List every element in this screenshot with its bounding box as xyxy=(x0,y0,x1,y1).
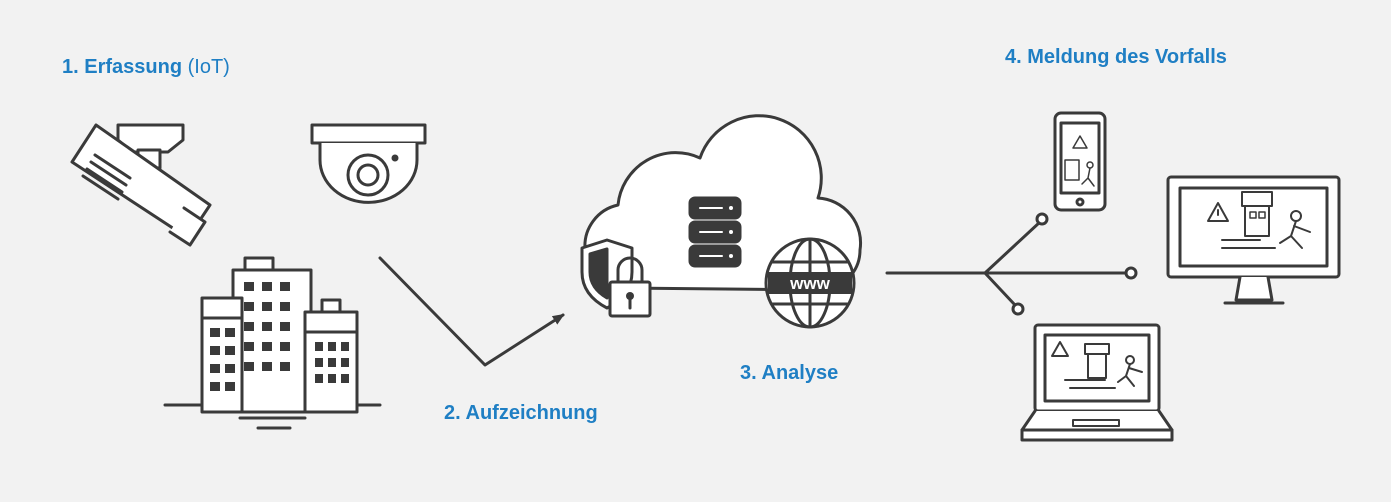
globe-www-text: www xyxy=(789,274,830,293)
step-3-label: 3. Analyse xyxy=(740,362,839,384)
step-2-label: 2. Aufzeichnung xyxy=(444,402,598,424)
step-4-label: 4. Meldung des Vorfalls xyxy=(1005,46,1227,68)
report-connector xyxy=(885,212,1138,316)
monitor-icon xyxy=(1166,175,1341,305)
shield-lock-icon xyxy=(580,238,652,318)
globe-icon xyxy=(764,237,856,329)
laptop-icon xyxy=(1020,323,1174,442)
smartphone-icon xyxy=(1053,111,1107,212)
bullet-camera-icon xyxy=(70,123,212,247)
database-icon xyxy=(688,196,742,268)
recording-arrow xyxy=(378,256,565,367)
step-1-title: 1. Erfassung xyxy=(62,56,183,78)
building-windows xyxy=(210,282,349,391)
dome-camera-icon xyxy=(310,123,427,204)
step-1-label: 1. Erfassung (IoT) xyxy=(62,57,230,77)
step-1-suffix: (IoT) xyxy=(187,56,230,78)
buildings-icon xyxy=(163,256,382,430)
